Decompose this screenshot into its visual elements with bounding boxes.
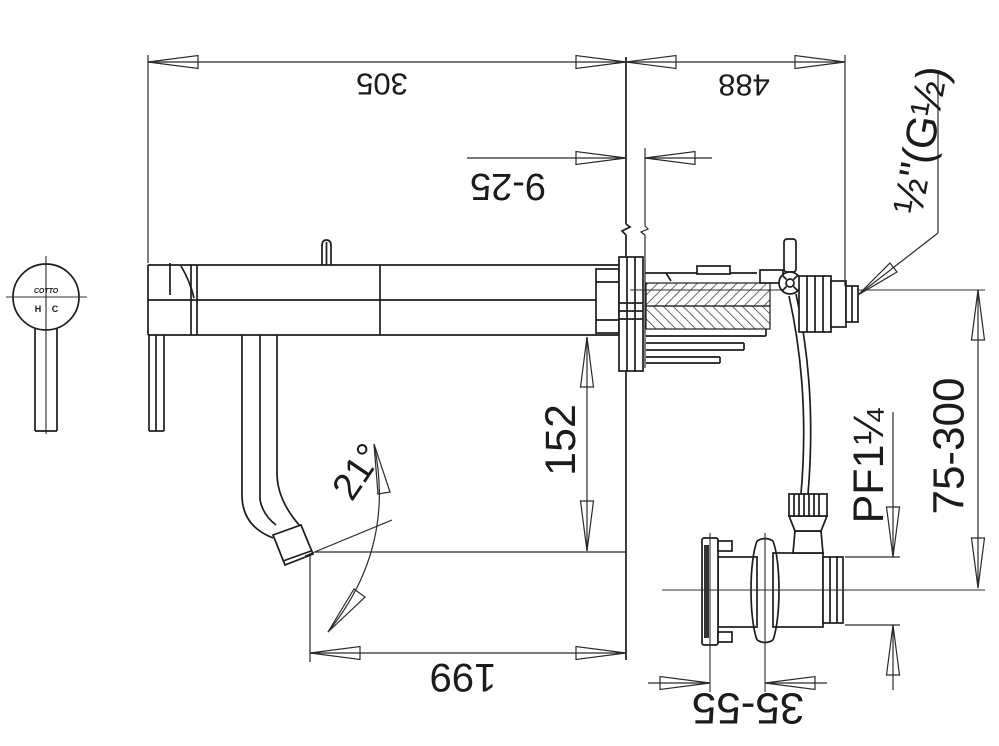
pipe-collar [830, 280, 847, 328]
thread-hatch-lower [645, 305, 771, 330]
dimension-9-25: 9-25 [467, 150, 712, 207]
body-top-pin [321, 239, 332, 265]
tee-handle-bar [783, 238, 797, 273]
thread-hatch-upper [645, 282, 771, 307]
dim-9-25-label: 9-25 [470, 165, 546, 207]
dim-35-55-label: 35-55 [692, 684, 805, 733]
dim-152-label: 152 [537, 404, 585, 476]
faucet-body [147, 239, 626, 432]
valve-flange-shading [704, 545, 709, 638]
cold-marking: C [52, 304, 59, 314]
pipe-raised-block [696, 265, 731, 275]
hot-marking: H [35, 304, 42, 314]
dimension-488: 488 [625, 54, 846, 286]
lever-front-view [148, 335, 165, 432]
tee-and-fittings [759, 238, 859, 333]
dimension-75-300: 75-300 [925, 289, 986, 589]
dimension-35-55: 35-55 [648, 675, 827, 733]
dim-199-label: 199 [430, 655, 497, 699]
handle-logo-text: COTTO [34, 288, 59, 295]
dimension-199: 199 [309, 556, 627, 699]
valve-nut-chamfer [787, 515, 829, 532]
dimension-305: 305 [147, 54, 627, 263]
handle-side-view: COTTO H C [6, 256, 87, 434]
spout-nozzle [271, 523, 315, 567]
thread-pf-label: PF1¼ [845, 408, 893, 524]
dim-488-label: 488 [718, 68, 770, 103]
concealed-pipe [630, 265, 985, 364]
dim-75-300-label: 75-300 [925, 377, 974, 514]
pipe-lower-steps [646, 329, 767, 364]
stop-valve [662, 493, 985, 692]
dimension-152: 152 [315, 336, 626, 553]
tee-handle-hub [778, 271, 802, 295]
body-union-collar [595, 268, 620, 334]
escutcheon-flange [618, 256, 644, 372]
dimension-pf: PF1¼ [845, 408, 901, 690]
dim-305-label: 305 [356, 67, 408, 102]
spout [241, 335, 315, 567]
valve-top-neck [792, 530, 824, 554]
